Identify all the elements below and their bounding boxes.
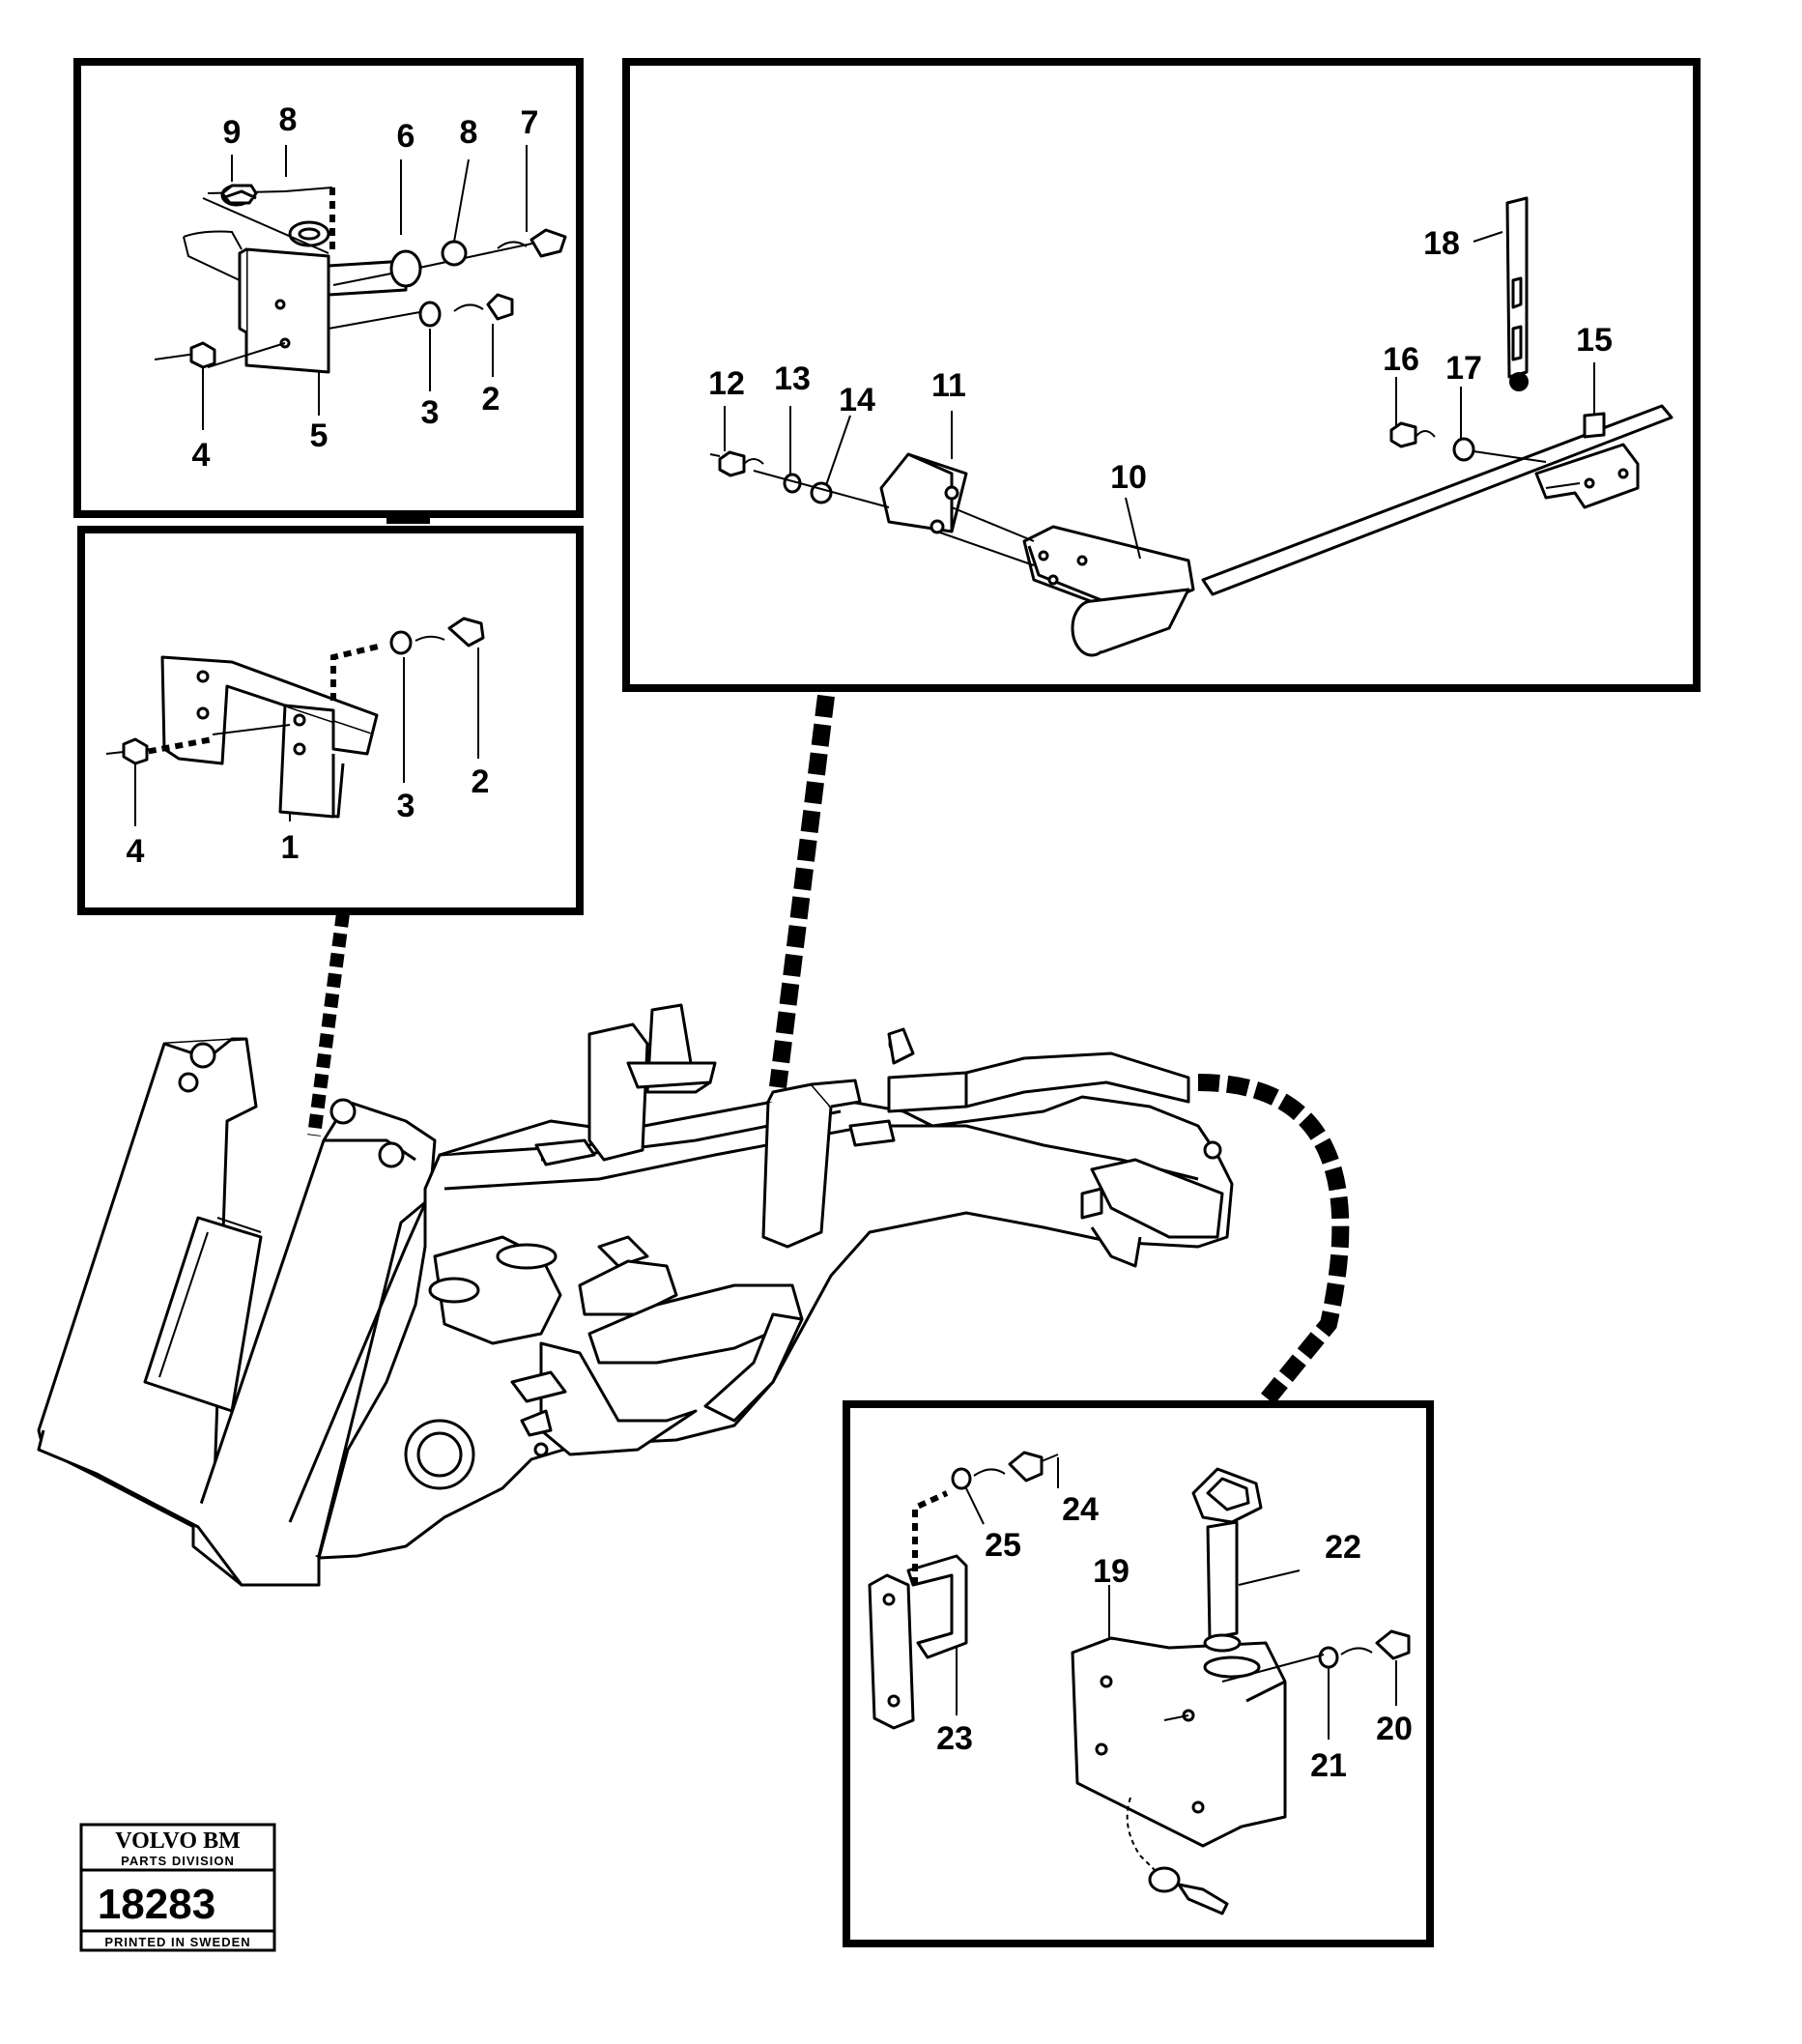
volvo-bm-badge: VOLVO BM PARTS DIVISION 18283 PRINTED IN… — [79, 1823, 276, 1952]
loader-frame-drawing — [37, 1003, 1234, 1587]
label-15: 15 — [1576, 322, 1613, 359]
label-14: 14 — [839, 382, 875, 418]
label-19: 19 — [1093, 1553, 1130, 1590]
label-22: 22 — [1325, 1529, 1361, 1566]
label-7: 7 — [521, 104, 539, 141]
label-21: 21 — [1310, 1747, 1347, 1784]
label-10: 10 — [1110, 459, 1147, 496]
label-3: 3 — [421, 394, 440, 431]
label-17: 17 — [1445, 350, 1482, 387]
label-5: 5 — [310, 417, 329, 454]
label-12: 12 — [708, 365, 745, 402]
panel-top-left-frame — [73, 58, 584, 518]
label-13: 13 — [774, 360, 811, 397]
label-25: 25 — [985, 1527, 1021, 1564]
label-3: 3 — [397, 788, 415, 824]
panel-bottom-right-frame — [843, 1400, 1434, 1947]
label-6: 6 — [397, 118, 415, 155]
badge-brand: VOLVO BM — [115, 1828, 241, 1854]
badge-printed: PRINTED IN SWEDEN — [104, 1935, 250, 1949]
label-1: 1 — [281, 829, 300, 866]
panel-top-left: 9 8 6 8 7 4 5 3 2 — [73, 58, 584, 518]
label-23: 23 — [936, 1720, 973, 1757]
badge-number: 18283 — [98, 1881, 215, 1928]
label-20: 20 — [1376, 1711, 1413, 1747]
label-4: 4 — [127, 833, 145, 870]
label-8b: 8 — [460, 114, 478, 151]
label-24: 24 — [1062, 1491, 1099, 1528]
label-9: 9 — [223, 114, 242, 151]
label-11: 11 — [931, 367, 966, 404]
connector-mid-left — [307, 912, 350, 1137]
connector-top-right — [769, 694, 835, 1089]
label-8a: 8 — [279, 101, 298, 138]
panel-top-right-frame — [622, 58, 1701, 692]
label-2: 2 — [482, 381, 501, 417]
panel-mid-left-frame — [77, 526, 584, 915]
label-2: 2 — [472, 763, 490, 800]
connector-bottom-right — [1197, 1074, 1350, 1407]
panel-top-right: 18 15 12 13 14 11 16 17 10 — [622, 58, 1701, 692]
badge-division: PARTS DIVISION — [121, 1854, 235, 1868]
label-18: 18 — [1423, 225, 1460, 262]
label-4: 4 — [192, 437, 211, 474]
label-16: 16 — [1383, 341, 1419, 378]
panel-bottom-right: 24 25 22 19 21 20 23 — [843, 1400, 1434, 1947]
panel-mid-left: 3 2 4 1 — [77, 526, 584, 915]
